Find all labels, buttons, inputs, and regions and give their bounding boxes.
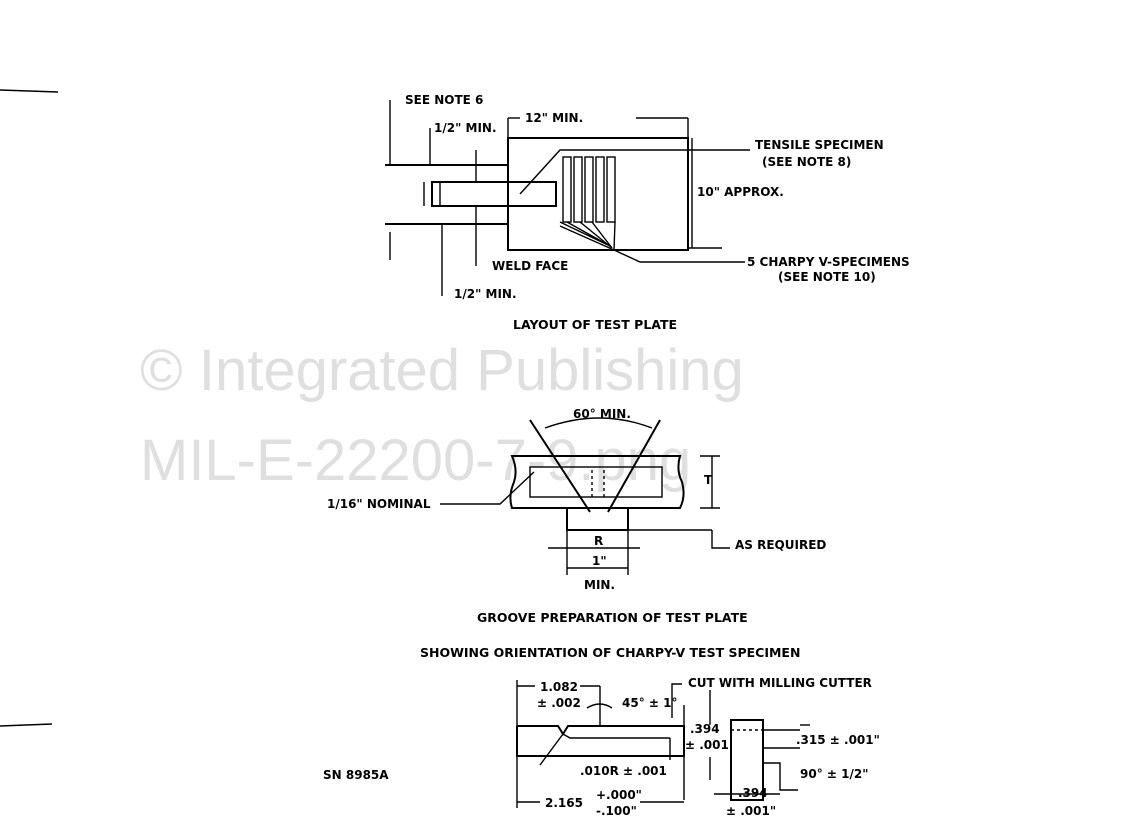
label-see-note-10: (SEE NOTE 10): [778, 270, 876, 284]
dim-tol-002: ± .002: [537, 696, 581, 710]
weld-bar: [431, 181, 557, 207]
dim-315: .315 ± .001": [796, 733, 880, 747]
dim-radius: .010R ± .001: [580, 764, 667, 778]
caption-groove: GROOVE PREPARATION OF TEST PLATE: [477, 610, 748, 625]
label-nominal: 1/16" NOMINAL: [327, 497, 431, 511]
backing-strip: [566, 507, 629, 531]
layout-of-test-plate: SEE NOTE 6 1/2" MIN. 12" MIN. TENSILE SP…: [385, 93, 910, 332]
groove-preparation: 60° MIN. 1/16" NOMINAL T AS REQUIRED R 1…: [327, 407, 826, 625]
label-as-required: AS REQUIRED: [735, 538, 826, 552]
dim-90-degree: 90° ± 1/2": [800, 767, 868, 781]
nominal-leader: [440, 471, 535, 505]
label-10-approx: 10" APPROX.: [697, 185, 784, 199]
dim-394-b: .394: [738, 786, 768, 800]
charpy-specimen: SHOWING ORIENTATION OF CHARPY-V TEST SPE…: [420, 645, 880, 818]
label-t: T: [704, 473, 713, 487]
test-plate: [507, 137, 689, 251]
label-1-inch: 1": [592, 554, 607, 568]
label-min: MIN.: [584, 578, 615, 592]
label-12-min: 12" MIN.: [525, 111, 583, 125]
serial-number: SN 8985A: [323, 768, 389, 782]
caption-layout: LAYOUT OF TEST PLATE: [513, 317, 677, 332]
label-cut-milling: CUT WITH MILLING CUTTER: [688, 676, 872, 690]
label-charpy-specimens: 5 CHARPY V-SPECIMENS: [747, 255, 910, 269]
dim-tol-001-b: ± .001": [726, 804, 776, 818]
caption-specimen: SHOWING ORIENTATION OF CHARPY-V TEST SPE…: [420, 645, 800, 660]
dim-1082: 1.082: [540, 680, 578, 694]
label-half-min-bottom: 1/2" MIN.: [454, 287, 517, 301]
label-60-min: 60° MIN.: [573, 407, 631, 421]
watermark-line2: MIL-E-22200-7-9.png: [140, 428, 691, 493]
label-r: R: [594, 534, 603, 548]
dim-2165: 2.165: [545, 796, 583, 810]
margin-mark: [0, 89, 59, 93]
dim-plus: +.000": [596, 788, 642, 802]
label-half-min-top: 1/2" MIN.: [434, 121, 497, 135]
charpy-slots: [562, 156, 616, 223]
label-tensile-specimen: TENSILE SPECIMEN: [755, 138, 884, 152]
margin-mark: [0, 723, 53, 727]
watermark-line1: © Integrated Publishing: [140, 338, 744, 403]
label-see-note-6: SEE NOTE 6: [405, 93, 483, 107]
dim-tol-001-a: ± .001: [685, 738, 729, 752]
label-weld-face: WELD FACE: [492, 259, 568, 273]
dim-minus: -.100": [596, 804, 637, 818]
label-see-note-8: (SEE NOTE 8): [762, 155, 851, 169]
dim-394-a: .394: [690, 722, 720, 736]
dim-45-degree: 45° ± 1°: [622, 696, 677, 710]
